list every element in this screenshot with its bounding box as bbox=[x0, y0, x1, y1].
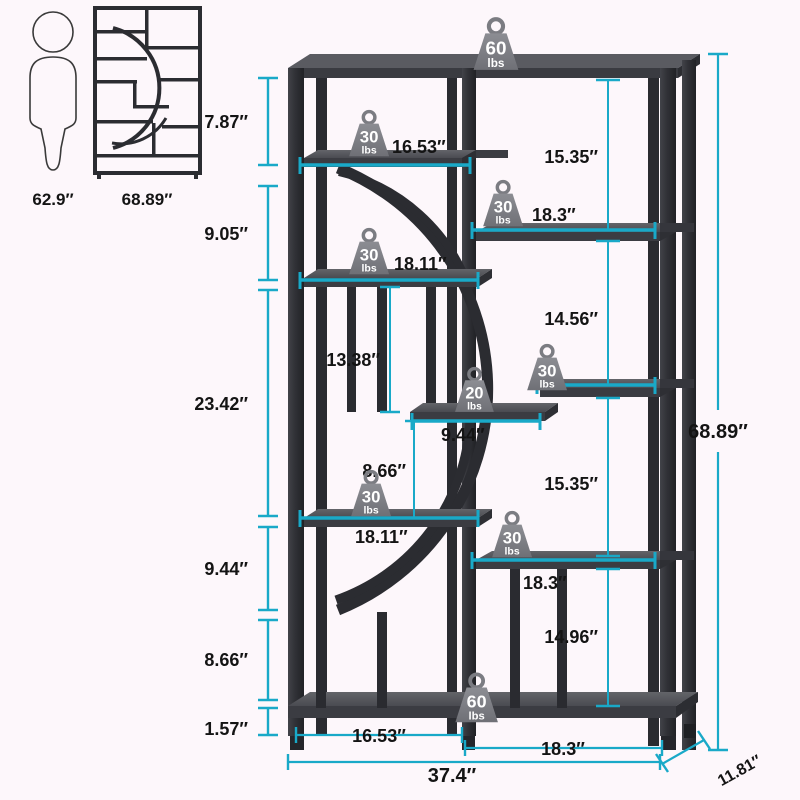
weight-badge-middle-right-value: 30 bbox=[538, 362, 557, 381]
upper-left-shelf-edge bbox=[304, 158, 462, 167]
top-shelf-edge bbox=[288, 68, 678, 78]
upper-left-shelf-surface bbox=[304, 150, 476, 158]
crescent-outer-arc bbox=[335, 162, 494, 616]
person-silhouette bbox=[29, 11, 77, 171]
weight-badge-top-value: 60 bbox=[485, 39, 506, 60]
weight-badge-upper-right: 30 lbs bbox=[483, 179, 524, 227]
weight-badge-lower-right-value: 30 bbox=[503, 529, 522, 548]
dimension-label-left-5: 8.66″ bbox=[204, 650, 248, 670]
center-divider-post bbox=[377, 287, 387, 412]
rear-right-post bbox=[682, 60, 696, 750]
dimension-label-left-6: 1.57″ bbox=[204, 719, 248, 739]
weight-badge-upper-left-value: 30 bbox=[360, 128, 379, 147]
dimension-lines bbox=[258, 52, 728, 773]
weight-badge-bottom: 60 lbs bbox=[455, 672, 498, 722]
lower-left-shelf-edge bbox=[304, 518, 478, 527]
dimension-label-shelf-1811-upper: 18.11″ bbox=[394, 254, 447, 274]
crescent-inner-arc bbox=[334, 419, 475, 605]
dimension-label-shelf-1811-lower: 18.11″ bbox=[355, 527, 408, 547]
dimension-label-overall-height: 68.89″ bbox=[688, 421, 748, 443]
person-height-label: 62.9″ bbox=[32, 190, 73, 209]
weight-badge-lower-right: 30 lbs bbox=[492, 510, 533, 558]
weight-badge-upper-right-unit: lbs bbox=[496, 215, 511, 227]
lower-right-strut bbox=[510, 569, 520, 708]
weight-badge-top-unit: lbs bbox=[487, 56, 504, 70]
weight-badge-second-left-unit: lbs bbox=[362, 263, 377, 275]
weight-badge-upper-left-unit: lbs bbox=[362, 145, 377, 157]
weight-badge-lower-left: 30 lbs bbox=[351, 469, 392, 517]
weight-badge-bottom-value: 60 bbox=[467, 692, 487, 712]
dimension-label-shelf-944: 9.44″ bbox=[441, 425, 485, 445]
dimension-label-left-4: 9.44″ bbox=[204, 559, 248, 579]
center-small-shelf-edge bbox=[410, 412, 545, 421]
weight-badge-lower-left-value: 30 bbox=[362, 488, 381, 507]
dimension-label-right-3: 15.35″ bbox=[544, 474, 598, 494]
center-divider-post-2 bbox=[426, 287, 436, 407]
dimension-label-interior-1338: 13.38″ bbox=[326, 350, 380, 370]
dimension-label-right-4: 14.96″ bbox=[544, 627, 598, 647]
thumbnail-height-label: 68.89″ bbox=[122, 190, 173, 209]
dimension-label-right-2: 14.56″ bbox=[544, 309, 598, 329]
middle-right-shelf-edge bbox=[540, 388, 660, 397]
upper-right-shelf-edge bbox=[476, 232, 660, 241]
lower-right-strut-2 bbox=[557, 569, 567, 708]
dimension-label-shelf-183-lower: 18.3″ bbox=[523, 573, 567, 593]
dimension-label-shelf-183-upper: 18.3″ bbox=[532, 205, 576, 225]
weight-badge-second-left: 30 lbs bbox=[349, 227, 390, 275]
dimension-label-left-3: 23.42″ bbox=[194, 394, 248, 414]
left-inner-post bbox=[316, 78, 327, 736]
dimension-label-overall-width: 37.4″ bbox=[428, 765, 477, 787]
dimension-label-base-right: 18.3″ bbox=[541, 739, 585, 759]
dimension-label-base-left: 16.53″ bbox=[352, 726, 406, 746]
weight-badge-center: 20 lbs bbox=[455, 366, 494, 412]
weight-badge-center-value: 20 bbox=[465, 385, 483, 403]
dimension-label-left-1: 7.87″ bbox=[204, 112, 248, 132]
weight-badge-upper-right-value: 30 bbox=[494, 198, 513, 217]
weight-badge-middle-right-unit: lbs bbox=[540, 379, 555, 391]
second-left-shelf-edge bbox=[304, 278, 478, 287]
lower-right-shelf-edge bbox=[476, 560, 660, 569]
dimension-label-interior-866: 8.66″ bbox=[362, 461, 406, 481]
front-right-post bbox=[660, 68, 676, 736]
lower-center-strut bbox=[377, 612, 387, 708]
weight-badge-bottom-unit: lbs bbox=[469, 710, 485, 722]
lower-left-strut bbox=[316, 600, 326, 708]
dimension-label-shelf-1653: 16.53″ bbox=[392, 137, 446, 157]
mid-strut bbox=[347, 287, 356, 412]
rear-inner-post bbox=[648, 78, 659, 746]
weight-badge-upper-left: 30 lbs bbox=[349, 109, 390, 157]
weight-badge-center-unit: lbs bbox=[467, 401, 482, 412]
weight-badge-lower-left-unit: lbs bbox=[364, 505, 379, 517]
dimension-label-right-1: 15.35″ bbox=[544, 147, 598, 167]
bottom-shelf-surface bbox=[288, 692, 698, 706]
lower-left-shelf-surface bbox=[304, 509, 492, 518]
weight-badge-lower-right-unit: lbs bbox=[505, 546, 520, 558]
weight-badge-middle-right: 30 lbs bbox=[527, 343, 568, 391]
leg-rear-right bbox=[684, 724, 696, 738]
weight-badge-second-left-value: 30 bbox=[360, 246, 379, 265]
front-left-post bbox=[288, 68, 304, 736]
crescent-upper-arc bbox=[338, 168, 474, 292]
dimension-label-left-2: 9.05″ bbox=[204, 224, 248, 244]
weight-badge-top: 60 lbs bbox=[473, 17, 519, 70]
bookshelf-thumbnail bbox=[93, 6, 202, 179]
leg-right bbox=[661, 736, 676, 750]
